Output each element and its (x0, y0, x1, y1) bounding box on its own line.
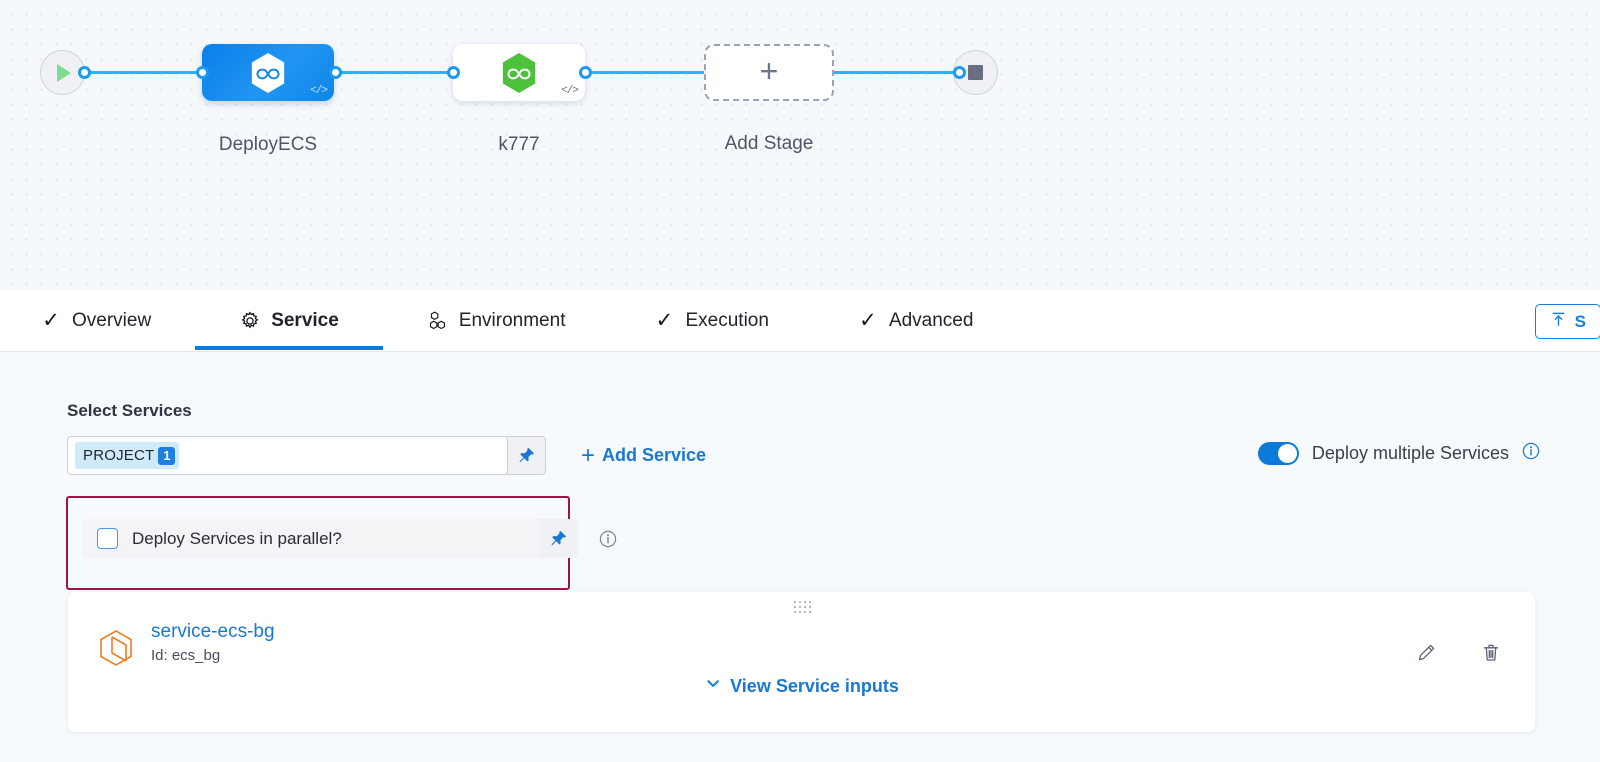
select-services-input[interactable]: PROJECT 1 (67, 436, 508, 475)
stop-icon (968, 65, 983, 80)
tab-label: Execution (685, 310, 769, 331)
stage-code-badge[interactable]: </> (310, 85, 328, 97)
stage2-port-left[interactable] (447, 66, 460, 79)
service-tab-panel: Select Services PROJECT 1 + Add Service (0, 352, 1600, 762)
edge-start-to-stage1 (84, 71, 209, 74)
stage-node-k777[interactable]: </> (453, 44, 585, 101)
project-chip-count: 1 (158, 446, 176, 465)
check-icon: ✓ (859, 309, 877, 332)
tab-execution[interactable]: ✓ Execution (653, 291, 769, 350)
deploy-parallel-highlight: Deploy Services in parallel? (66, 496, 616, 590)
stage1-port-right[interactable] (329, 66, 342, 79)
add-stage-label: Add Stage (724, 133, 814, 154)
check-icon: ✓ (655, 309, 674, 332)
trash-icon[interactable] (1480, 642, 1502, 669)
export-button-label: S (1574, 311, 1586, 331)
stage-label-deployecs: DeployECS (218, 134, 318, 155)
stage-config-tabbar: ✓ Overview Service (0, 291, 1600, 352)
end-node-port[interactable] (953, 66, 966, 79)
play-icon (57, 63, 71, 82)
tab-label: Service (271, 310, 339, 331)
tab-service[interactable]: Service (195, 291, 383, 350)
start-node[interactable] (40, 50, 85, 95)
plus-icon: + (759, 53, 779, 89)
add-service-label: Add Service (602, 445, 707, 465)
pushpin-icon (551, 530, 567, 546)
pencil-icon[interactable] (1415, 642, 1437, 669)
project-chip[interactable]: PROJECT 1 (75, 442, 180, 469)
tab-label: Advanced (888, 310, 974, 331)
stage2-port-right[interactable] (579, 66, 592, 79)
select-services-row: PROJECT 1 + Add Service (67, 436, 706, 475)
stage-label-k777: k777 (498, 134, 540, 155)
tab-label: Environment (458, 310, 566, 331)
stage-node-deployecs[interactable]: </> (202, 44, 334, 101)
hexagon-infinity-icon (502, 52, 536, 93)
pin-services-button[interactable] (507, 436, 546, 475)
upload-icon (1550, 311, 1567, 333)
deploy-multiple-services-toggle[interactable] (1257, 442, 1299, 465)
view-service-inputs-label: View Service inputs (730, 675, 899, 696)
add-stage-button[interactable]: + (704, 44, 834, 101)
stage-code-badge[interactable]: </> (561, 85, 579, 97)
cluster-icon (427, 310, 449, 331)
edge-add-to-end (832, 71, 960, 74)
pipeline-canvas[interactable]: </> DeployECS </> k777 + Add Stage (0, 0, 1600, 290)
plus-icon: + (581, 441, 596, 469)
info-icon (599, 530, 616, 547)
hexagon-service-icon (97, 629, 135, 676)
add-service-button[interactable]: + Add Service (581, 441, 707, 469)
tab-environment[interactable]: Environment (427, 291, 566, 350)
edge-stage2-to-add (580, 71, 710, 74)
edge-stage1-to-stage2 (330, 71, 458, 74)
chevron-down-icon (704, 675, 721, 697)
deploy-multiple-services-label: Deploy multiple Services (1311, 443, 1509, 463)
deploy-parallel-checkbox[interactable] (97, 528, 118, 549)
deploy-multiple-services-row: Deploy multiple Services (1257, 442, 1540, 465)
service-card[interactable]: service-ecs-bg Id: ecs_bg View Service i… (68, 592, 1535, 732)
select-services-label: Select Services (67, 401, 192, 420)
project-chip-label: PROJECT (83, 447, 155, 464)
toggle-knob (1277, 444, 1297, 463)
tab-advanced[interactable]: ✓ Advanced (857, 291, 974, 350)
gear-icon (239, 310, 261, 331)
pin-parallel-button[interactable] (539, 519, 578, 558)
deploy-parallel-row[interactable]: Deploy Services in parallel? (83, 519, 554, 558)
check-icon: ✓ (42, 309, 60, 332)
view-service-inputs-link[interactable]: View Service inputs (704, 675, 899, 697)
tab-label: Overview (72, 310, 152, 331)
pushpin-icon (518, 447, 534, 463)
service-name-link[interactable]: service-ecs-bg (151, 621, 275, 642)
stage1-port-left[interactable] (196, 66, 209, 79)
hexagon-infinity-icon (251, 52, 285, 93)
tab-overview[interactable]: ✓ Overview (40, 291, 151, 350)
parallel-info-button[interactable] (588, 519, 627, 558)
service-id-text: Id: ecs_bg (151, 647, 221, 664)
deploy-parallel-label: Deploy Services in parallel? (132, 528, 342, 548)
info-icon[interactable] (1522, 442, 1540, 465)
service-card-actions (1415, 642, 1502, 669)
export-button[interactable]: S (1534, 304, 1600, 339)
start-node-port[interactable] (78, 66, 91, 79)
drag-handle-icon[interactable] (793, 601, 811, 613)
